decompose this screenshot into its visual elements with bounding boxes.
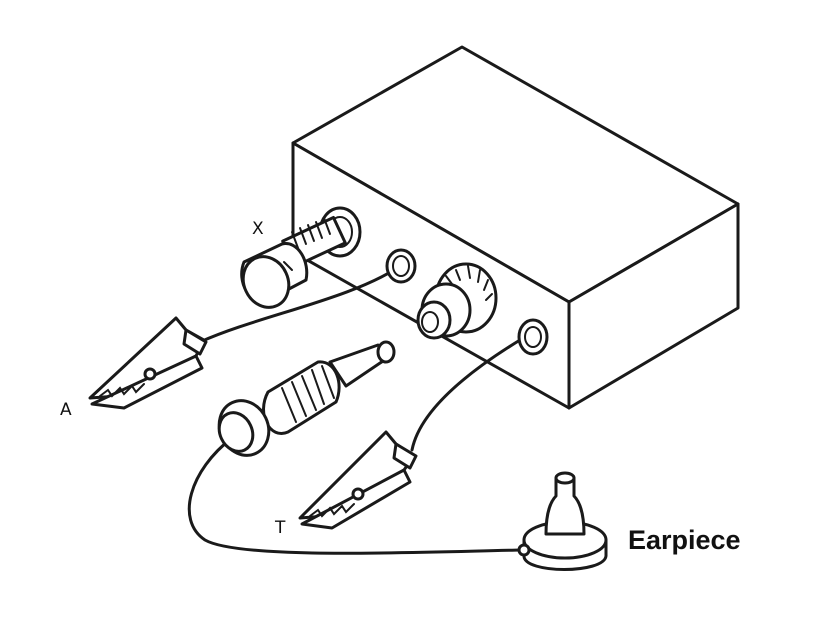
alligator-clip-t bbox=[298, 430, 418, 530]
socket-a bbox=[385, 248, 417, 284]
phone-jack-socket bbox=[416, 262, 498, 340]
clip-a-cable bbox=[198, 263, 404, 344]
alligator-clip-a bbox=[88, 316, 208, 410]
knob-x bbox=[240, 215, 347, 309]
socket-t bbox=[517, 318, 549, 356]
label-earpiece: Earpiece bbox=[628, 525, 741, 555]
box-front-face bbox=[291, 141, 571, 410]
earpiece bbox=[517, 471, 608, 571]
clip-t-cable bbox=[410, 335, 527, 452]
phone-plug bbox=[217, 340, 396, 457]
enclosure-box bbox=[291, 45, 740, 410]
label-x: X bbox=[252, 219, 264, 239]
label-t: T bbox=[275, 518, 286, 538]
label-a: A bbox=[60, 400, 72, 420]
earpiece-cable bbox=[187, 436, 524, 555]
